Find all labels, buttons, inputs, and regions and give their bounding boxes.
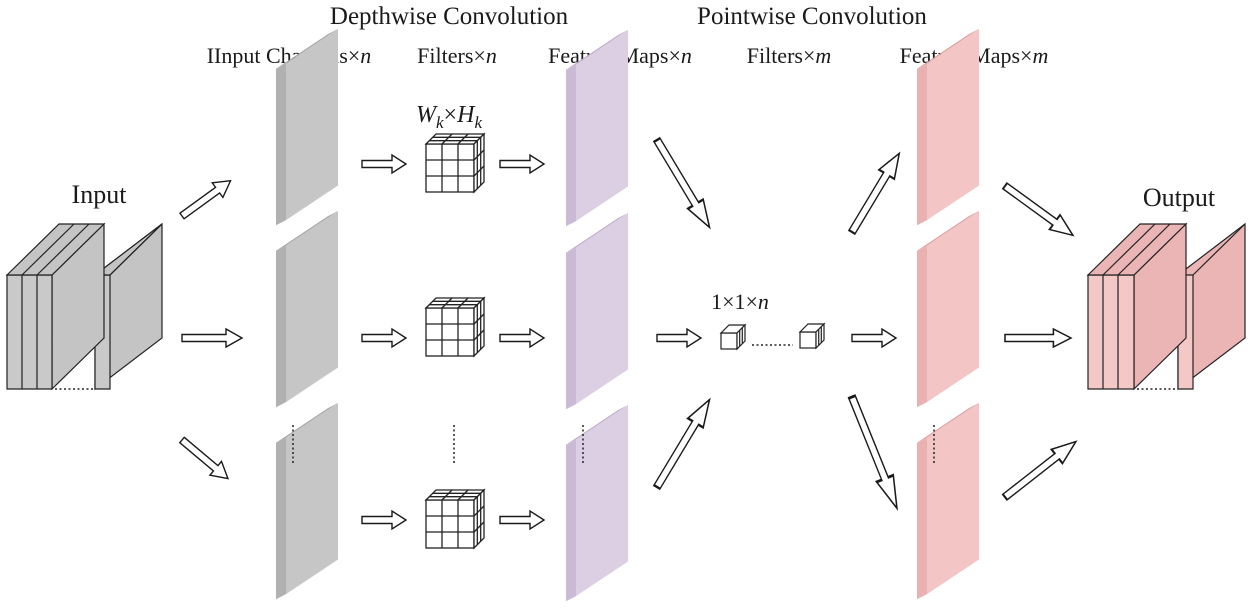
arrow-map-to-pointwise-2 bbox=[656, 328, 702, 348]
output-label: Output bbox=[1143, 183, 1216, 212]
filters-n-label: Filters×n bbox=[417, 43, 497, 68]
arrow-filter-to-map-1 bbox=[499, 154, 545, 174]
feature-map-n-slab-3 bbox=[566, 404, 628, 602]
feature-map-n-slab-2 bbox=[566, 212, 628, 410]
pointwise-filter-first bbox=[720, 324, 746, 350]
arrow-channel-to-filter-3 bbox=[361, 510, 407, 530]
depthwise-filter-1 bbox=[425, 133, 485, 193]
arrow-map-to-output-3 bbox=[998, 433, 1083, 506]
arrow-input-to-channel-1 bbox=[176, 172, 237, 224]
output-tensor: Output bbox=[1086, 183, 1246, 391]
arrow-pointwise-to-map-2 bbox=[851, 328, 897, 348]
pointwise-kernel-label: 1×1×n bbox=[711, 289, 769, 314]
pointwise-filter-last bbox=[799, 323, 825, 349]
arrow-pointwise-to-map-3 bbox=[842, 392, 907, 513]
filters-m-label: Filters×m bbox=[747, 43, 832, 68]
arrow-pointwise-to-map-1 bbox=[843, 147, 908, 238]
input-label: Input bbox=[72, 180, 128, 209]
input-tensor: Input bbox=[5, 180, 163, 391]
depthwise-filter-2 bbox=[425, 297, 485, 357]
pointwise-section-title: Pointwise Convolution bbox=[697, 3, 927, 30]
arrow-channel-to-filter-1 bbox=[361, 154, 407, 174]
depthwise-filter-3 bbox=[425, 489, 485, 549]
arrow-map-to-pointwise-1 bbox=[648, 134, 719, 234]
feature-map-m-slab-3 bbox=[917, 402, 979, 600]
input-channel-slab-3 bbox=[276, 402, 338, 600]
feature-map-m-slab-2 bbox=[917, 210, 979, 408]
arrow-input-to-channel-2 bbox=[181, 328, 243, 348]
arrow-input-to-channel-3 bbox=[175, 432, 235, 487]
kernel-size-label: Wk×Hk bbox=[416, 102, 482, 132]
arrow-map-to-pointwise-3 bbox=[648, 393, 719, 493]
arrow-channel-to-filter-2 bbox=[361, 328, 407, 348]
arrow-map-to-output-1 bbox=[998, 177, 1080, 244]
input-channel-slab-2 bbox=[276, 210, 338, 408]
depthwise-section-title: Depthwise Convolution bbox=[330, 3, 569, 30]
arrow-map-to-output-2 bbox=[1004, 328, 1072, 348]
arrow-filter-to-map-2 bbox=[499, 328, 545, 348]
arrow-filter-to-map-3 bbox=[499, 510, 545, 530]
